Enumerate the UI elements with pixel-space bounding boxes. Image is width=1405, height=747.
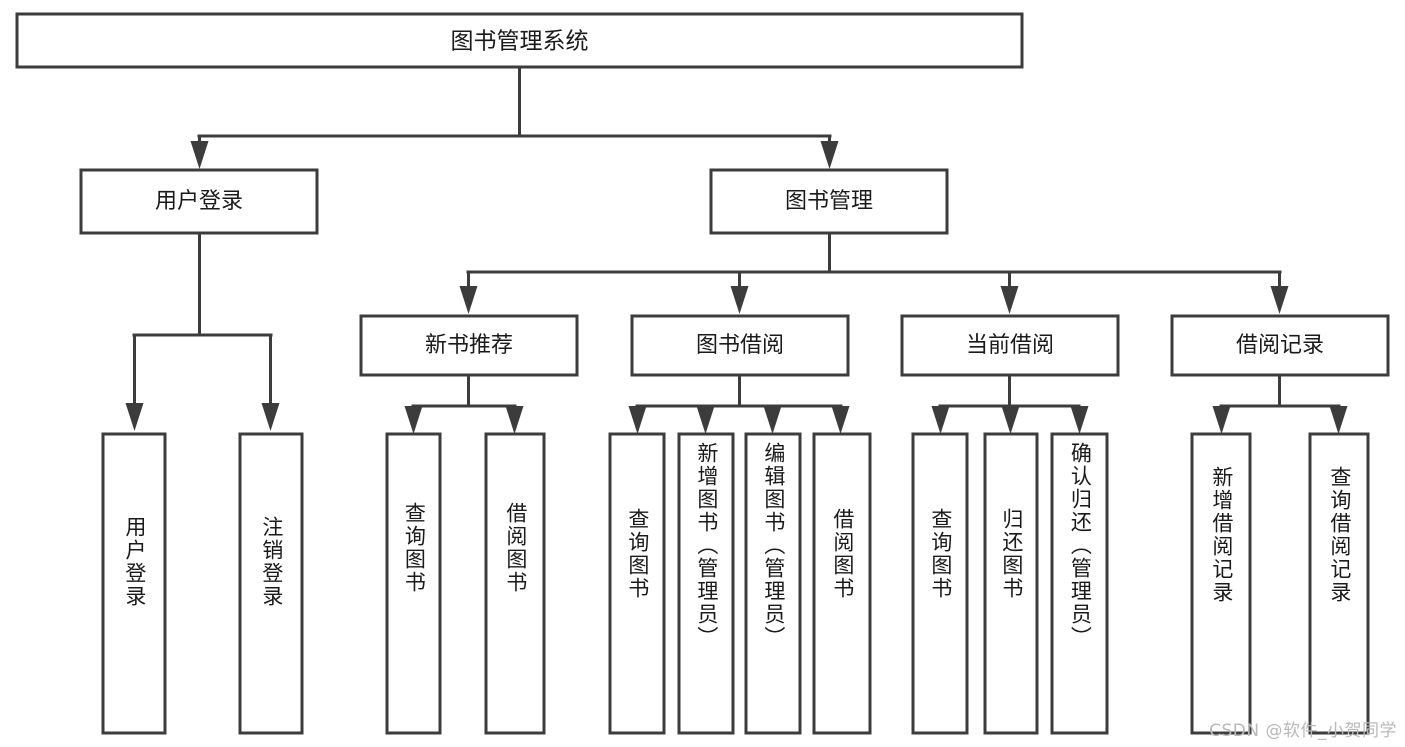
node-user-login[interactable]: 用户登录 (79, 168, 319, 235)
node-root-box[interactable] (15, 12, 1024, 69)
node-borrow-records[interactable]: 借阅记录 (1170, 314, 1390, 377)
node-book-management-box[interactable] (709, 168, 949, 235)
arrow-icon-leaf-3 (404, 406, 423, 434)
arrow-icon-to-book-mgmt (820, 141, 839, 169)
leaf-box-add-book[interactable] (677, 432, 735, 735)
node-current-borrow[interactable]: 当前借阅 (900, 314, 1120, 377)
leaf-box-add-record[interactable] (1190, 432, 1252, 735)
node-user-login-label: 用户登录 (155, 189, 243, 214)
node-current-borrow-label: 当前借阅 (966, 333, 1054, 358)
arrow-icon-leaf-10 (1001, 406, 1020, 434)
connector-group-user-login (125, 231, 280, 431)
node-borrow-records-label: 借阅记录 (1236, 333, 1324, 358)
arrow-icon-leaf-12 (1212, 406, 1231, 434)
arrow-icon-leaf-8 (831, 406, 850, 434)
leaf-box-query-book-1[interactable] (385, 432, 442, 735)
connector-group-new-book (404, 373, 524, 434)
connector-group-borrow (628, 373, 850, 434)
node-book-borrow[interactable]: 图书借阅 (630, 314, 850, 377)
node-book-borrow-box[interactable] (630, 314, 850, 377)
connector-group-current (931, 373, 1089, 434)
node-new-book-recommend-label: 新书推荐 (425, 333, 513, 358)
node-book-borrow-label: 图书借阅 (696, 333, 784, 358)
arrow-icon-leaf-11 (1070, 406, 1089, 434)
arrow-icon-leaf-13 (1329, 406, 1348, 434)
node-current-borrow-box[interactable] (900, 314, 1120, 377)
node-user-login-box[interactable] (79, 168, 319, 235)
connector-group-book-mgmt (459, 231, 1289, 314)
arrow-icon-leaf-2 (261, 403, 280, 431)
arrow-icon-leaf-7 (763, 406, 782, 434)
connector-group-root (190, 65, 839, 169)
connector-group-records (1212, 373, 1348, 434)
arrow-icon-to-new-book (459, 286, 478, 314)
node-book-management-label: 图书管理 (785, 189, 873, 214)
leaf-box-user-login[interactable] (101, 432, 167, 735)
node-book-management[interactable]: 图书管理 (709, 168, 949, 235)
leaf-box-borrow-book-1[interactable] (484, 432, 546, 735)
leaf-box-query-book-3[interactable] (911, 432, 969, 735)
arrow-icon-leaf-5 (628, 406, 647, 434)
node-root-label: 图书管理系统 (451, 29, 589, 55)
leaf-box-borrow-book-2[interactable] (812, 432, 872, 735)
leaf-box-query-record[interactable] (1308, 432, 1370, 735)
arrow-icon-leaf-6 (696, 406, 715, 434)
arrow-icon-leaf-4 (505, 406, 524, 434)
node-borrow-records-box[interactable] (1170, 314, 1390, 377)
leaf-box-return-book[interactable] (983, 432, 1039, 735)
arrow-icon-leaf-9 (931, 406, 950, 434)
leaf-box-edit-book[interactable] (744, 432, 802, 735)
arrow-icon-leaf-1 (125, 403, 144, 431)
node-root[interactable]: 图书管理系统 (15, 12, 1024, 69)
csdn-watermark: CSDN @软件_小贺同学 (1209, 721, 1397, 741)
leaf-box-logout[interactable] (238, 432, 304, 735)
arrow-icon-to-user-login (190, 141, 209, 169)
node-new-book-recommend-box[interactable] (359, 314, 579, 377)
arrow-icon-to-current (1000, 286, 1019, 314)
arrow-icon-to-records (1270, 286, 1289, 314)
arrow-icon-to-borrow (730, 286, 749, 314)
leaf-box-confirm-return[interactable] (1050, 432, 1109, 735)
leaf-box-query-book-2[interactable] (608, 432, 666, 735)
node-new-book-recommend[interactable]: 新书推荐 (359, 314, 579, 377)
